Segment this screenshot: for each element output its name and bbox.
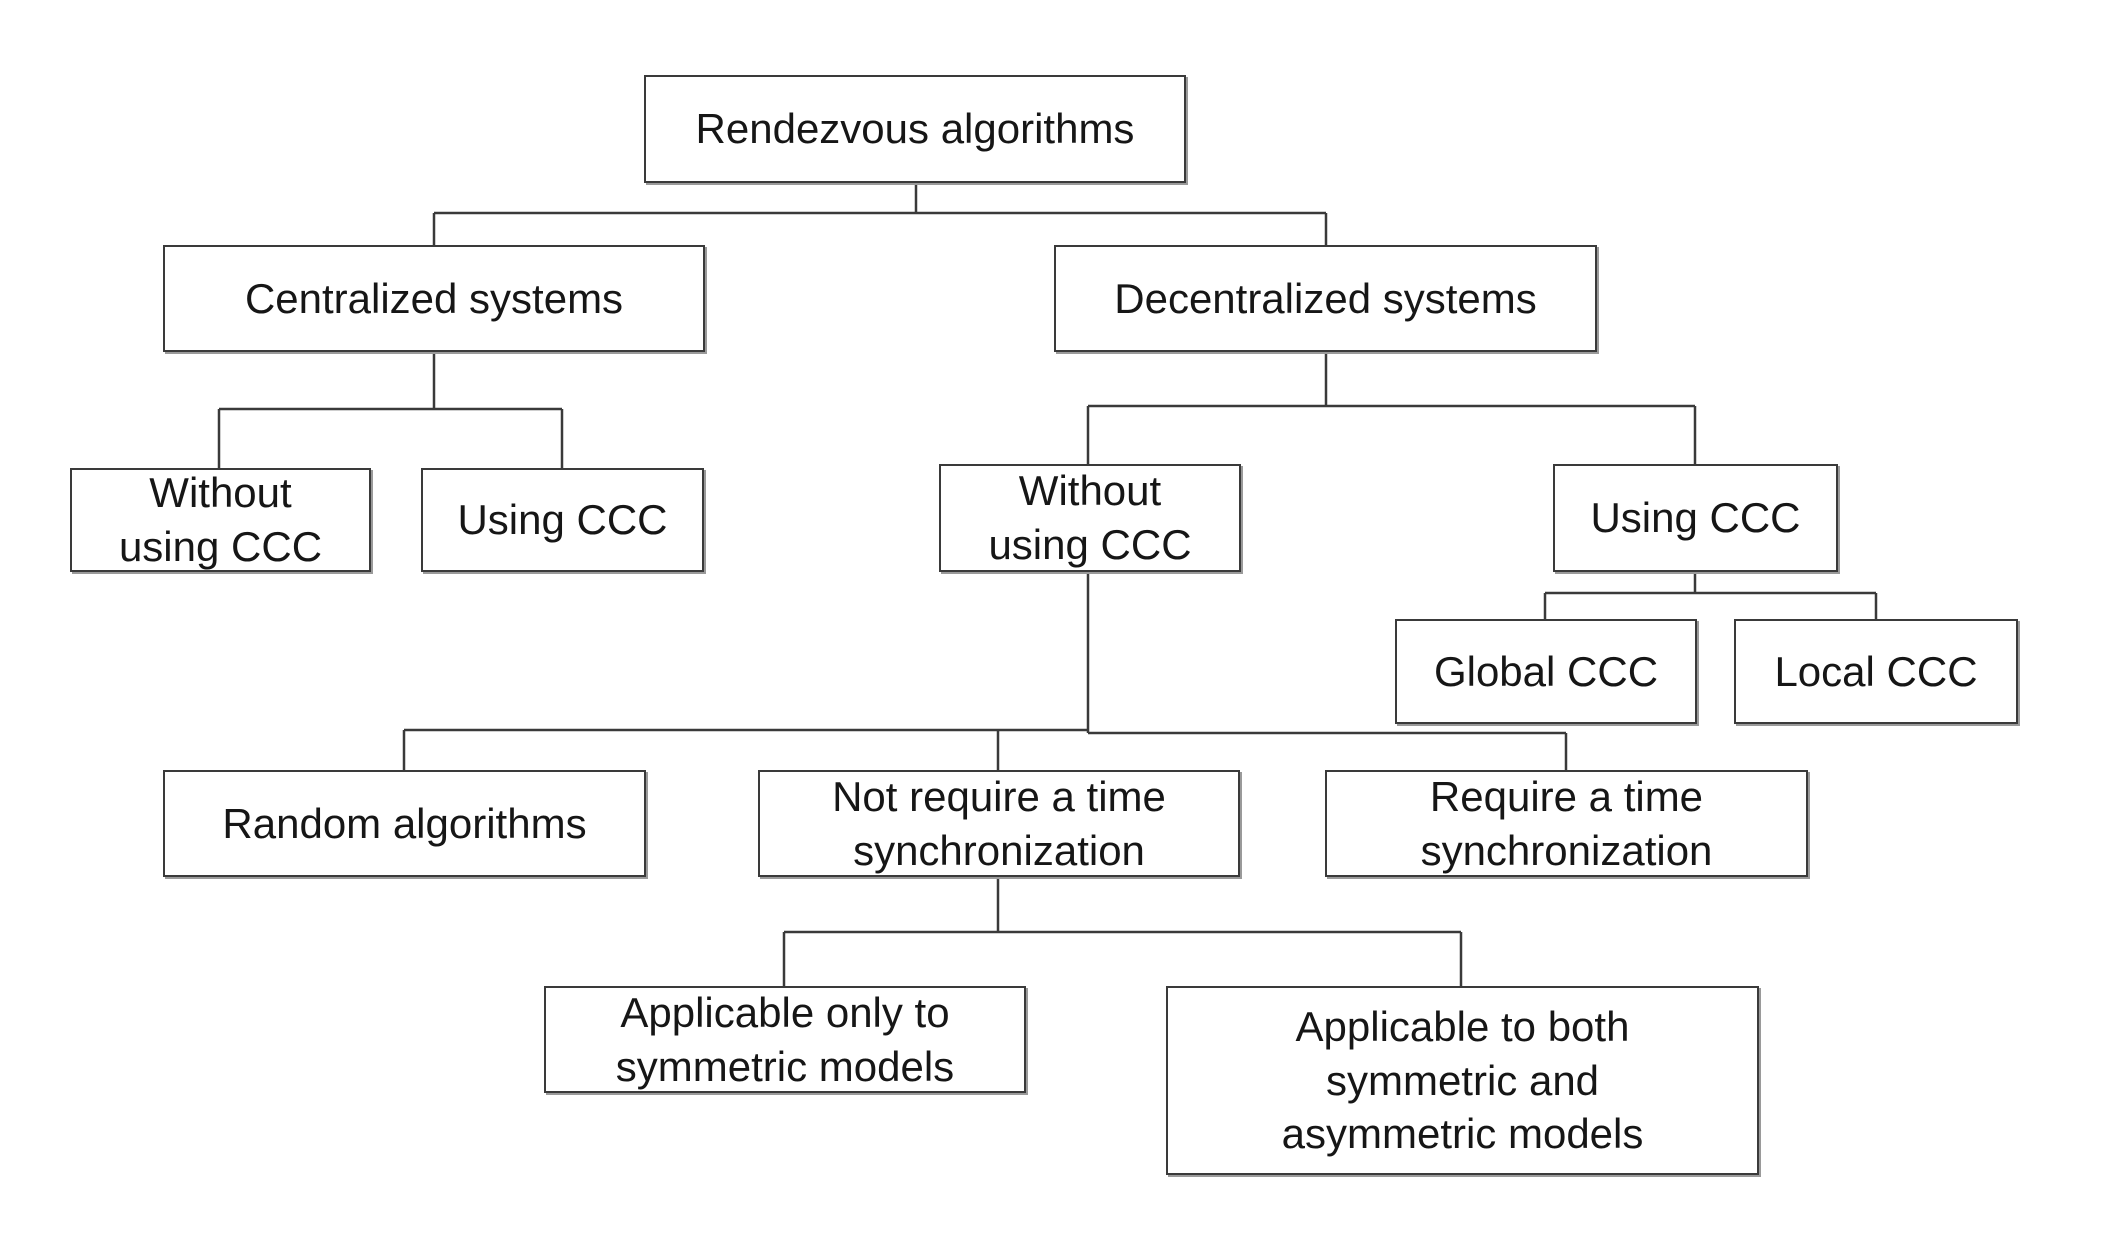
node-centralized-without-ccc: Without using CCC xyxy=(70,468,371,572)
node-centralized-using-ccc: Using CCC xyxy=(421,468,704,572)
node-label: Without using CCC xyxy=(118,469,323,570)
node-decentralized-using-ccc: Using CCC xyxy=(1553,464,1838,572)
node-global-ccc: Global CCC xyxy=(1395,619,1697,724)
node-label: Using CCC xyxy=(1590,494,1801,542)
node-applicable-symmetric-only: Applicable only to symmetric models xyxy=(544,986,1026,1093)
node-label: Using CCC xyxy=(457,496,668,544)
node-decentralized-systems: Decentralized systems xyxy=(1054,245,1597,352)
node-rendezvous-algorithms: Rendezvous algorithms xyxy=(644,75,1186,183)
node-label: Applicable to both symmetric and asymmet… xyxy=(1281,1002,1644,1158)
node-label: Not require a time synchronization xyxy=(832,772,1166,874)
node-label: Decentralized systems xyxy=(1114,274,1537,322)
node-label: Global CCC xyxy=(1433,647,1659,695)
node-label: Random algorithms xyxy=(222,799,587,847)
node-applicable-both-models: Applicable to both symmetric and asymmet… xyxy=(1166,986,1759,1175)
node-local-ccc: Local CCC xyxy=(1734,619,2018,724)
node-label: Require a time synchronization xyxy=(1420,772,1713,874)
node-require-time-sync: Require a time synchronization xyxy=(1325,770,1808,877)
node-random-algorithms: Random algorithms xyxy=(163,770,646,877)
node-label: Without using CCC xyxy=(988,467,1192,568)
node-label: Local CCC xyxy=(1774,647,1978,695)
node-centralized-systems: Centralized systems xyxy=(163,245,705,352)
node-label: Applicable only to symmetric models xyxy=(615,988,955,1090)
node-decentralized-without-ccc: Without using CCC xyxy=(939,464,1241,572)
node-label: Rendezvous algorithms xyxy=(695,105,1135,153)
node-label: Centralized systems xyxy=(244,274,624,322)
node-not-require-time-sync: Not require a time synchronization xyxy=(758,770,1240,877)
